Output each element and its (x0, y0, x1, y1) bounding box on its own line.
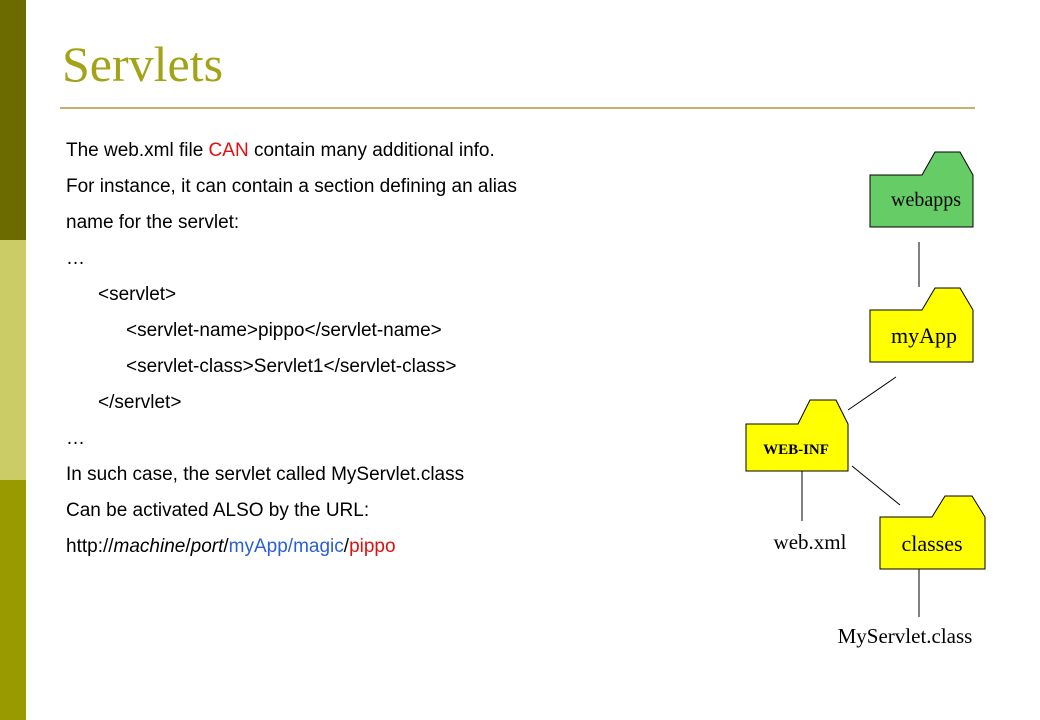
can-emphasis: CAN (208, 140, 249, 161)
connector-webinf-classes (851, 465, 901, 506)
sidebar-accent-dark (0, 0, 26, 240)
xml-servlet-name: <servlet-name>pippo</servlet-name> (126, 320, 442, 341)
folder-webapps: webapps (869, 151, 974, 228)
folder-webinf-label: WEB-INF (763, 442, 829, 458)
folder-webapps-label: webapps (891, 189, 961, 211)
sidebar-accent (0, 0, 26, 720)
url-line: http://machine/port/myApp/magic/pippo (66, 532, 396, 568)
url-app-path: myApp/magic (228, 536, 344, 557)
folder-myapp-icon (869, 287, 974, 363)
url-slash-3: / (343, 536, 350, 557)
folder-myapp-label: myApp (891, 323, 957, 348)
url-slash-1: / (185, 536, 191, 557)
ellipsis-line-2: … (66, 428, 85, 449)
body-line-1-post: contain many additional info. (248, 140, 495, 161)
folder-classes-icon (879, 495, 986, 570)
folder-classes: classes (879, 495, 986, 570)
ellipsis-line: … (66, 248, 85, 269)
xml-servlet-open: <servlet> (98, 284, 177, 305)
slide-title: Servlets (62, 36, 224, 92)
url-alias: pippo (349, 536, 396, 557)
body-line-1-pre: The web.xml file (66, 140, 209, 161)
folder-webinf-icon (745, 399, 849, 472)
connector-myapp-webinf (847, 376, 897, 411)
url-port: port (190, 536, 224, 557)
folder-myapp: myApp (869, 287, 974, 363)
url-machine: machine (113, 536, 186, 557)
sidebar-accent-mid (0, 480, 26, 720)
body-line-3: name for the servlet: (66, 212, 240, 233)
folder-webinf: WEB-INF (745, 399, 849, 472)
file-servletclass-label: MyServlet.class (838, 624, 973, 648)
title-underline (60, 107, 975, 109)
body-line-10: In such case, the servlet called MyServl… (66, 464, 465, 485)
xml-servlet-close: </servlet> (98, 392, 182, 413)
file-webxml-label: web.xml (774, 530, 847, 554)
body-line-2: For instance, it can contain a section d… (66, 176, 517, 197)
url-slash-2: / (223, 536, 229, 557)
xml-servlet-class: <servlet-class>Servlet1</servlet-class> (126, 356, 457, 377)
url-scheme: http:// (66, 536, 114, 557)
folder-classes-label: classes (901, 531, 962, 556)
body-line-1: The web.xml file CAN contain many additi… (66, 136, 495, 172)
folder-webapps-icon (869, 151, 974, 228)
body-line-11: Can be activated ALSO by the URL: (66, 500, 370, 521)
sidebar-accent-light (0, 240, 26, 480)
